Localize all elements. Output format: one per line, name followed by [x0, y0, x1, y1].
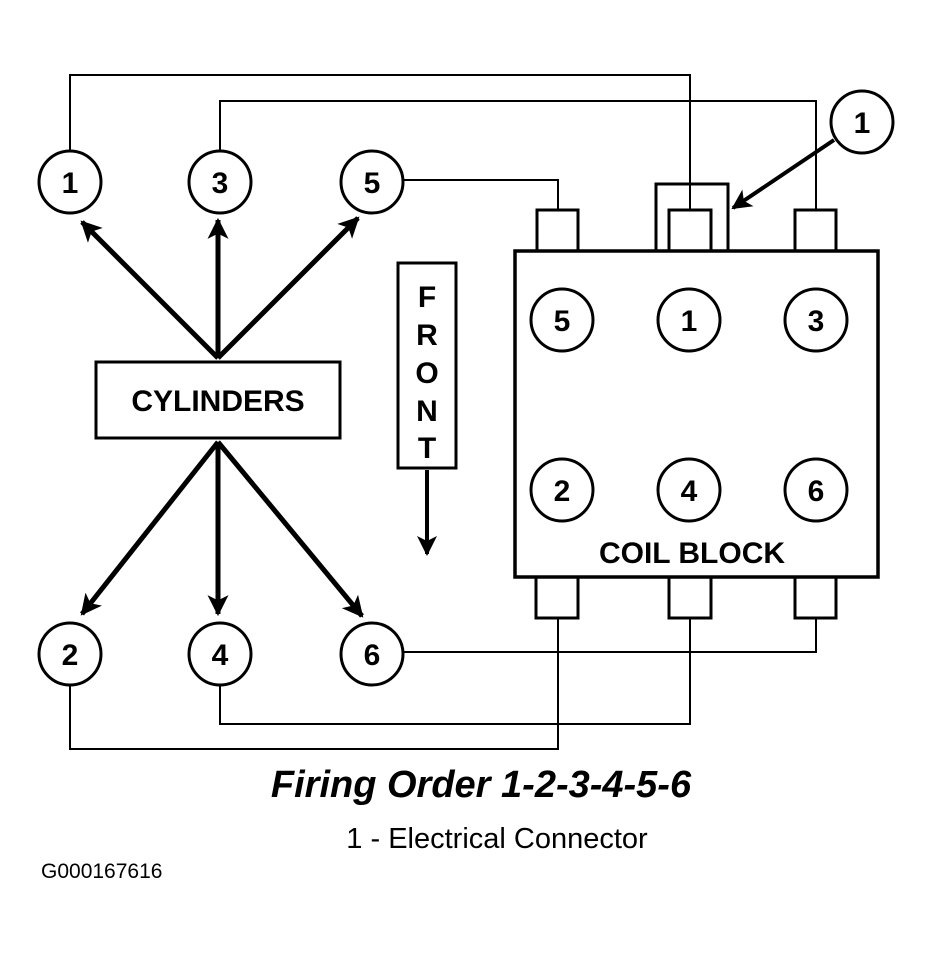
diagram-title: Firing Order 1-2-3-4-5-6 [271, 764, 692, 806]
coil-terminal-top-3 [793, 208, 838, 253]
coil-terminal-top-1 [667, 208, 713, 253]
coil-position-5: 5 [529, 287, 595, 353]
coil-block: 5 1 3 2 4 6 COIL BLOCK [513, 182, 880, 620]
wire-cylinder-5 [404, 179, 559, 210]
coil-position-1: 1 [656, 287, 722, 353]
coil-number: 4 [681, 475, 698, 508]
cylinder-top-1: 1 [37, 149, 103, 215]
figure-id: G000167616 [41, 860, 162, 883]
front-letter: T [418, 432, 436, 465]
cylinder-bottom-2: 2 [37, 621, 103, 687]
cylinders-label: CYLINDERS [131, 385, 304, 418]
callout-number: 1 [854, 107, 871, 140]
front-indicator: F R O N T [396, 261, 458, 556]
cylinder-bottom-6: 6 [339, 621, 405, 687]
wire-cylinder-3 [219, 100, 817, 210]
wire-cylinder-1 [69, 74, 691, 210]
coil-terminal-bottom-4 [667, 575, 713, 620]
coil-terminal-top-5 [535, 208, 580, 253]
front-letter: F [418, 281, 436, 314]
cylinder-number: 2 [62, 639, 79, 672]
callout-arrow-icon [731, 138, 836, 210]
front-letter: R [416, 319, 438, 352]
wire-cylinder-6 [404, 618, 817, 653]
coil-number: 6 [808, 475, 825, 508]
coil-terminal-bottom-6 [793, 575, 838, 620]
cylinder-top-3: 3 [187, 149, 253, 215]
callout-electrical-connector: 1 [731, 89, 895, 210]
cylinder-number: 3 [212, 167, 229, 200]
coil-position-6: 6 [783, 457, 849, 523]
coil-terminal-bottom-2 [534, 575, 580, 620]
cylinder-number: 1 [62, 167, 79, 200]
coil-position-4: 4 [656, 457, 722, 523]
cylinder-number: 6 [364, 639, 381, 672]
front-box [396, 261, 458, 470]
arrow-to-cylinder-2 [80, 440, 220, 616]
wire-cylinder-4 [219, 618, 691, 725]
cylinder-arrows [80, 216, 364, 618]
cylinder-number: 4 [212, 639, 229, 672]
coil-number: 1 [681, 305, 698, 338]
arrow-to-cylinder-6 [216, 440, 364, 618]
cylinders-box [94, 360, 342, 440]
cylinder-top-5: 5 [339, 149, 405, 215]
coil-number: 2 [554, 475, 571, 508]
front-letter: N [416, 395, 438, 428]
coil-position-3: 3 [783, 287, 849, 353]
coil-block-label: COIL BLOCK [599, 537, 785, 570]
electrical-connector [654, 182, 730, 251]
cylinder-bottom-4: 4 [187, 621, 253, 687]
arrow-to-cylinder-1 [80, 220, 220, 360]
spark-plug-wires [69, 74, 817, 750]
wire-cylinder-2 [69, 618, 559, 750]
coil-position-2: 2 [529, 457, 595, 523]
legend-text: 1 - Electrical Connector [346, 823, 648, 855]
coil-number: 5 [554, 305, 571, 338]
cylinder-number: 5 [364, 167, 381, 200]
arrow-to-cylinder-5 [216, 216, 360, 360]
front-letter: O [415, 357, 438, 390]
coil-number: 3 [808, 305, 825, 338]
